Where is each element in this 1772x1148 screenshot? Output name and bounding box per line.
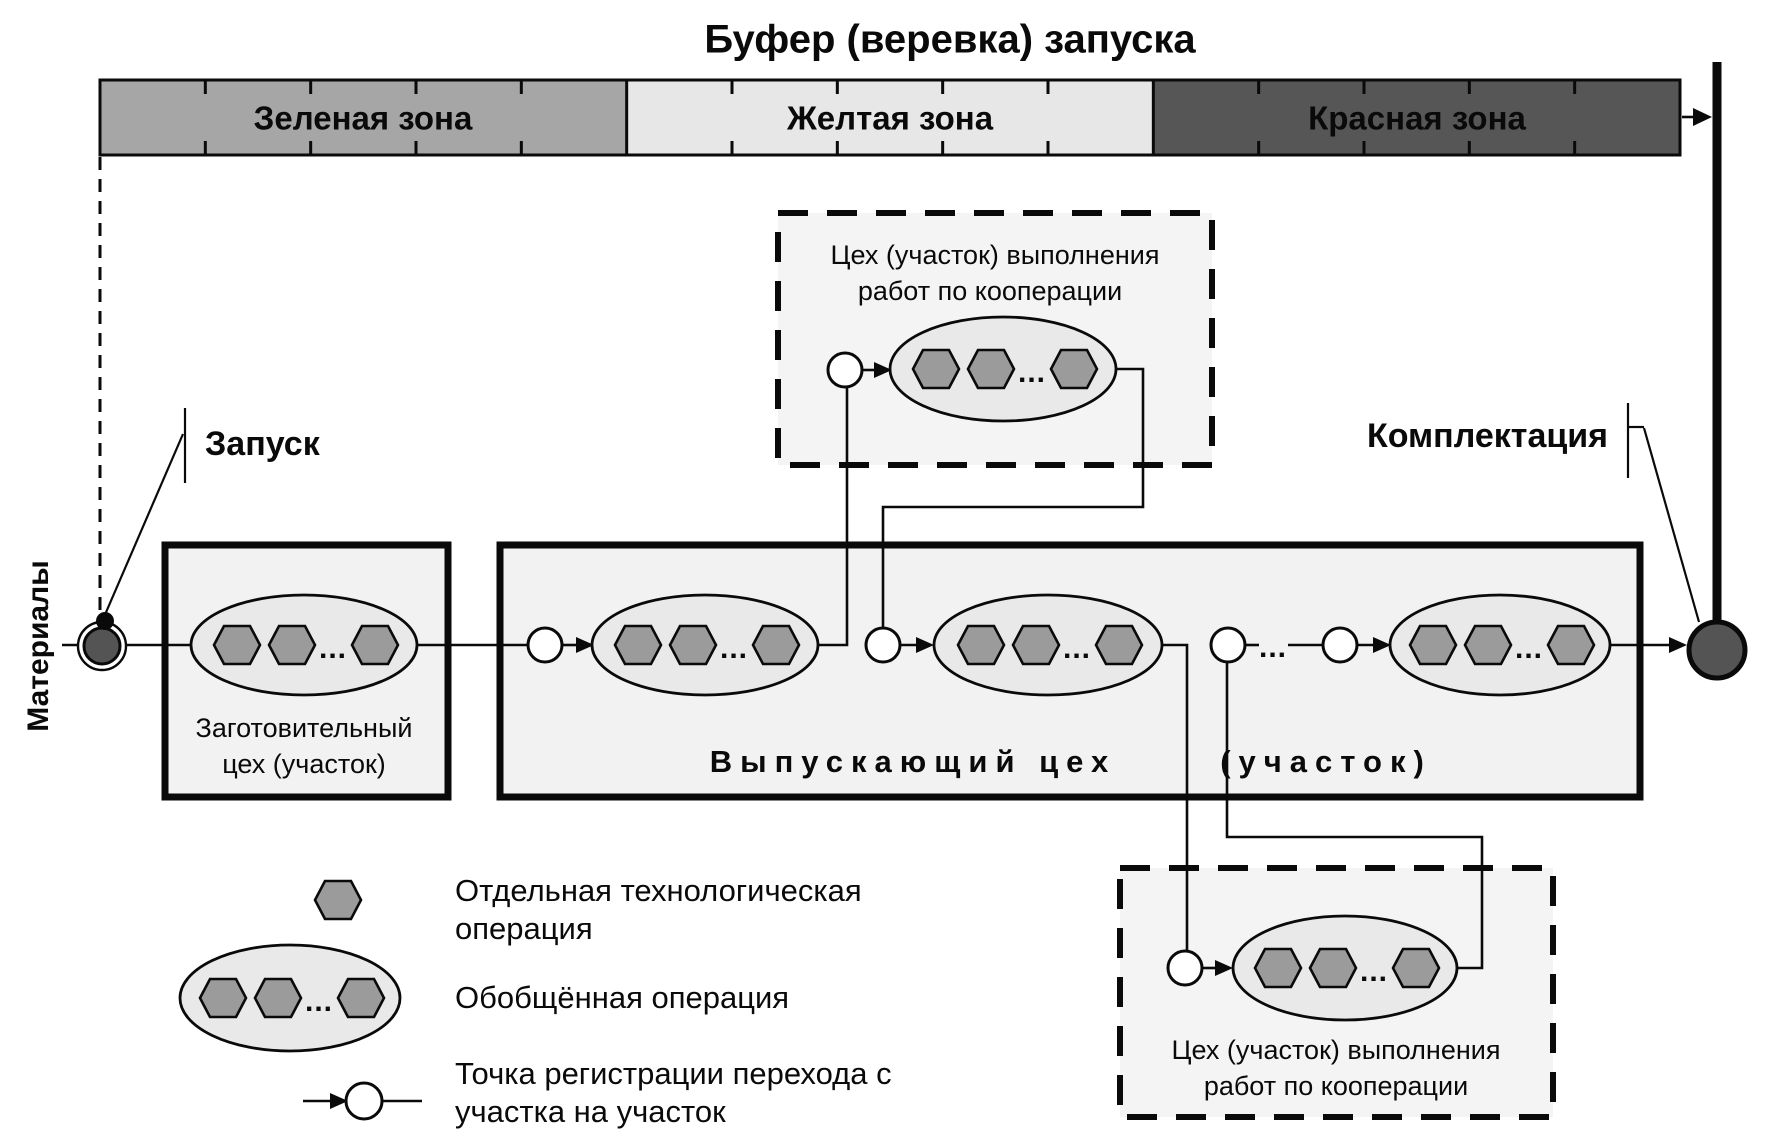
arrow-icon xyxy=(576,637,594,653)
legend-item-1-line2: операция xyxy=(455,911,593,946)
registration-circle-coop-top xyxy=(826,351,864,389)
operation-ellipse-2: ... xyxy=(932,593,1164,697)
producing-label-suffix: (участок) xyxy=(1220,744,1432,779)
ellipsis-dots: ... xyxy=(1018,356,1046,389)
arrow-icon xyxy=(1669,637,1687,653)
connector-coop-bottom-to-c3 xyxy=(1225,645,1484,970)
operation-ellipse-coop-top: ... xyxy=(888,315,1118,423)
legend-item-3-line1: Точка регистрации перехода с xyxy=(455,1056,892,1091)
launch-junction-dot xyxy=(96,612,114,630)
buffer-bar-border xyxy=(98,78,1682,157)
bar-arrow-icon xyxy=(1693,108,1712,126)
arrow-icon xyxy=(874,362,892,378)
operation-ellipse-procurement: ... xyxy=(189,593,419,697)
operation-ellipse-3: ... xyxy=(1388,593,1612,697)
ellipsis-dots: ... xyxy=(1515,632,1543,665)
ellipsis-dots: ... xyxy=(1360,955,1388,988)
zone-yellow xyxy=(627,80,1153,155)
connector-e1-to-coop-top xyxy=(818,370,849,647)
arrow-icon xyxy=(1373,637,1391,653)
zone-red-label: Красная зона xyxy=(1308,100,1526,137)
legend-item-3-line2: участка на участок xyxy=(455,1094,726,1129)
zone-green xyxy=(100,80,627,155)
coop-top-label-line1: Цех (участок) выполнения xyxy=(831,240,1160,270)
legend-registration-icon xyxy=(303,1081,422,1121)
buffer-bar: Зеленая зона Желтая зона Красная зона xyxy=(98,78,1712,157)
launch-label: Запуск xyxy=(205,425,321,463)
legend-hexagon-icon xyxy=(313,879,363,921)
connector-coop-top-to-c2 xyxy=(881,367,1145,645)
procurement-label-line1: Заготовительный xyxy=(196,713,413,743)
connector-e2-to-coop-bottom xyxy=(1162,643,1189,968)
operation-ellipse-coop-bottom: ... xyxy=(1231,914,1459,1022)
registration-circle-coop-bottom xyxy=(1166,949,1204,987)
legend-ellipse-icon: ... xyxy=(178,943,402,1053)
coop-bottom-label-line2: работ по кооперации xyxy=(1204,1071,1468,1101)
legend-item-2-line1: Обобщённая операция xyxy=(455,980,789,1015)
producing-label-main: Выпускающий цех xyxy=(710,744,1117,779)
ellipsis-dots: ... xyxy=(1063,632,1091,665)
procurement-label-line2: цех (участок) xyxy=(222,749,386,779)
arrow-icon xyxy=(1215,960,1233,976)
ellipsis-dots: ... xyxy=(319,632,347,665)
materials-label: Материалы xyxy=(22,560,55,732)
completion-callout: Комплектация xyxy=(1367,403,1701,623)
zone-red xyxy=(1153,80,1680,155)
completion-label: Комплектация xyxy=(1367,417,1608,455)
zone-yellow-label: Желтая зона xyxy=(786,100,994,137)
completion-node xyxy=(1686,619,1748,681)
flow-ellipsis: ... xyxy=(1259,631,1287,664)
coop-top-label-line2: работ по кооперации xyxy=(858,276,1122,306)
registration-circle-1 xyxy=(526,626,564,664)
zone-green-label: Зеленая зона xyxy=(254,100,473,137)
legend-item-1-line1: Отдельная технологическая xyxy=(455,873,862,908)
registration-circle-3 xyxy=(1209,626,1247,664)
diagram-title: Буфер (веревка) запуска xyxy=(704,18,1196,62)
legend: Отдельная технологическая операция ... О… xyxy=(178,873,892,1129)
operation-ellipse-1: ... xyxy=(590,593,820,697)
materials-node xyxy=(76,612,128,672)
ellipsis-dots: ... xyxy=(720,632,748,665)
ellipsis-dots: ... xyxy=(305,985,333,1018)
arrow-icon xyxy=(916,637,934,653)
registration-circle-2 xyxy=(864,626,902,664)
coop-bottom-label-line1: Цех (участок) выполнения xyxy=(1172,1035,1501,1065)
launch-callout: Запуск xyxy=(102,408,321,618)
bar-ticks xyxy=(203,80,1577,155)
registration-circle-4 xyxy=(1321,626,1359,664)
